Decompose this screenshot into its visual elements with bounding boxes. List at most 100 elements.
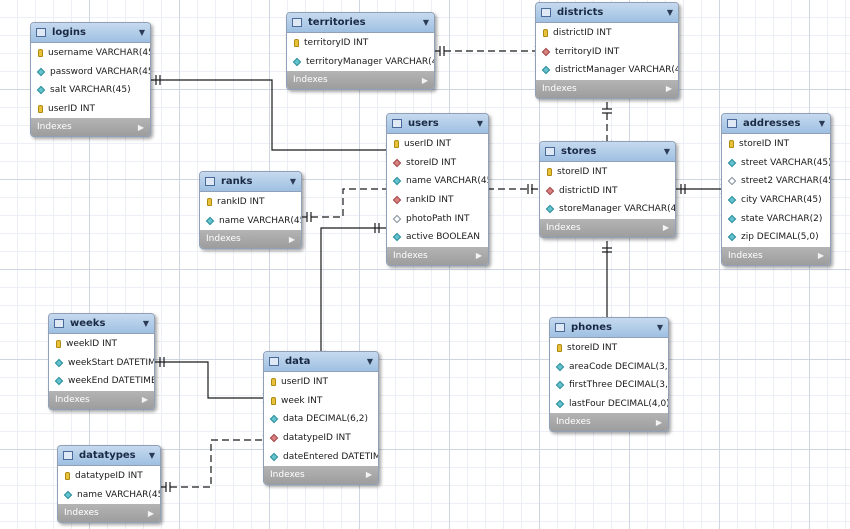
column-row[interactable]: state VARCHAR(2) (722, 209, 830, 228)
column-row[interactable]: districtManager VARCHAR(45) (536, 61, 678, 80)
collapse-arrow-icon[interactable]: ▼ (289, 177, 296, 186)
column-row[interactable]: storeManager VARCHAR(45) (540, 200, 675, 219)
column-row[interactable]: areaCode DECIMAL(3,0) (550, 358, 668, 377)
collapse-arrow-icon[interactable]: ▼ (366, 357, 373, 366)
column-row[interactable]: name VARCHAR(45) (387, 172, 488, 191)
expand-arrow-icon[interactable]: ▶ (421, 75, 428, 85)
column-row[interactable]: salt VARCHAR(45) (31, 81, 150, 100)
column-row[interactable]: weekEnd DATETIME (49, 372, 154, 391)
table-header[interactable]: users▼ (387, 114, 488, 134)
table-header[interactable]: districts▼ (536, 3, 678, 23)
expand-arrow-icon[interactable]: ▶ (817, 251, 824, 261)
indexes-section[interactable]: Indexes▶ (536, 79, 678, 98)
column-row[interactable]: districtID INT (540, 182, 675, 201)
column-row[interactable]: rankID INT (200, 193, 301, 212)
indexes-section[interactable]: Indexes▶ (58, 504, 160, 523)
relationship-stores-phones[interactable] (601, 241, 613, 329)
column-row[interactable]: datatypeID INT (264, 429, 378, 448)
collapse-arrow-icon[interactable]: ▼ (138, 28, 145, 37)
relationship-territories-districts[interactable] (433, 45, 547, 57)
relationship-datatypes-data[interactable] (159, 434, 275, 492)
column-row[interactable]: username VARCHAR(45) (31, 44, 150, 63)
indexes-section[interactable]: Indexes▶ (287, 71, 434, 90)
indexes-section[interactable]: Indexes▶ (264, 465, 378, 484)
table-logins[interactable]: logins▼username VARCHAR(45)password VARC… (30, 22, 151, 138)
relationship-ranks-users[interactable] (300, 183, 398, 222)
column-row[interactable]: userID INT (264, 373, 378, 392)
collapse-arrow-icon[interactable]: ▼ (663, 147, 670, 156)
expand-arrow-icon[interactable]: ▶ (475, 251, 482, 261)
column-row[interactable]: userID INT (31, 100, 150, 119)
expand-arrow-icon[interactable]: ▶ (365, 470, 372, 480)
column-row[interactable]: photoPath INT (387, 209, 488, 228)
expand-arrow-icon[interactable]: ▶ (665, 84, 672, 94)
expand-arrow-icon[interactable]: ▶ (662, 223, 669, 233)
column-row[interactable]: name VARCHAR(45) (58, 486, 160, 505)
column-row[interactable]: street2 VARCHAR(45) (722, 172, 830, 191)
column-row[interactable]: zip DECIMAL(5,0) (722, 228, 830, 247)
column-row[interactable]: territoryID INT (287, 34, 434, 53)
column-row[interactable]: territoryID INT (536, 43, 678, 62)
column-row[interactable]: firstThree DECIMAL(3,0) (550, 376, 668, 395)
table-header[interactable]: weeks▼ (49, 314, 154, 334)
column-row[interactable]: storeID INT (540, 163, 675, 182)
column-row[interactable]: name VARCHAR(45) (200, 212, 301, 231)
collapse-arrow-icon[interactable]: ▼ (656, 323, 663, 332)
collapse-arrow-icon[interactable]: ▼ (148, 451, 155, 460)
expand-arrow-icon[interactable]: ▶ (137, 122, 144, 132)
table-header[interactable]: territories▼ (287, 13, 434, 33)
column-row[interactable]: territoryManager VARCHAR(45) (287, 53, 434, 72)
column-row[interactable]: password VARCHAR(45) (31, 63, 150, 82)
column-row[interactable]: datatypeID INT (58, 467, 160, 486)
table-header[interactable]: ranks▼ (200, 172, 301, 192)
column-row[interactable]: weekStart DATETIME (49, 354, 154, 373)
column-row[interactable]: districtID INT (536, 24, 678, 43)
collapse-arrow-icon[interactable]: ▼ (142, 319, 149, 328)
expand-arrow-icon[interactable]: ▶ (655, 417, 662, 427)
indexes-section[interactable]: Indexes▶ (49, 390, 154, 409)
column-row[interactable]: userID INT (387, 135, 488, 154)
table-header[interactable]: stores▼ (540, 142, 675, 162)
expand-arrow-icon[interactable]: ▶ (147, 508, 154, 518)
expand-arrow-icon[interactable]: ▶ (288, 234, 295, 244)
indexes-section[interactable]: Indexes▶ (387, 246, 488, 265)
relationship-users-data[interactable] (315, 223, 386, 363)
indexes-section[interactable]: Indexes▶ (540, 218, 675, 237)
collapse-arrow-icon[interactable]: ▼ (476, 119, 483, 128)
column-row[interactable]: street VARCHAR(45) (722, 154, 830, 173)
column-row[interactable]: data DECIMAL(6,2) (264, 410, 378, 429)
table-header[interactable]: data▼ (264, 352, 378, 372)
relationship-weeks-data[interactable] (153, 357, 275, 404)
column-row[interactable]: active BOOLEAN (387, 228, 488, 247)
table-header[interactable]: datatypes▼ (58, 446, 160, 466)
column-row[interactable]: lastFour DECIMAL(4,0) (550, 395, 668, 414)
indexes-section[interactable]: Indexes▶ (550, 413, 668, 432)
column-row[interactable]: dateEntered DATETIME (264, 447, 378, 466)
column-row[interactable]: rankID INT (387, 191, 488, 210)
indexes-section[interactable]: Indexes▶ (31, 118, 150, 137)
column-row[interactable]: storeID INT (387, 154, 488, 173)
collapse-arrow-icon[interactable]: ▼ (422, 18, 429, 27)
column-row[interactable]: week INT (264, 392, 378, 411)
collapse-arrow-icon[interactable]: ▼ (666, 8, 673, 17)
indexes-section[interactable]: Indexes▶ (200, 230, 301, 249)
table-header[interactable]: phones▼ (550, 318, 668, 338)
expand-arrow-icon[interactable]: ▶ (141, 395, 148, 405)
column-row[interactable]: weekID INT (49, 335, 154, 354)
table-header[interactable]: logins▼ (31, 23, 150, 43)
table-header[interactable]: addresses▼ (722, 114, 830, 134)
column-row[interactable]: storeID INT (722, 135, 830, 154)
collapse-arrow-icon[interactable]: ▼ (818, 119, 825, 128)
column-row[interactable]: city VARCHAR(45) (722, 191, 830, 210)
column-row[interactable]: storeID INT (550, 339, 668, 358)
